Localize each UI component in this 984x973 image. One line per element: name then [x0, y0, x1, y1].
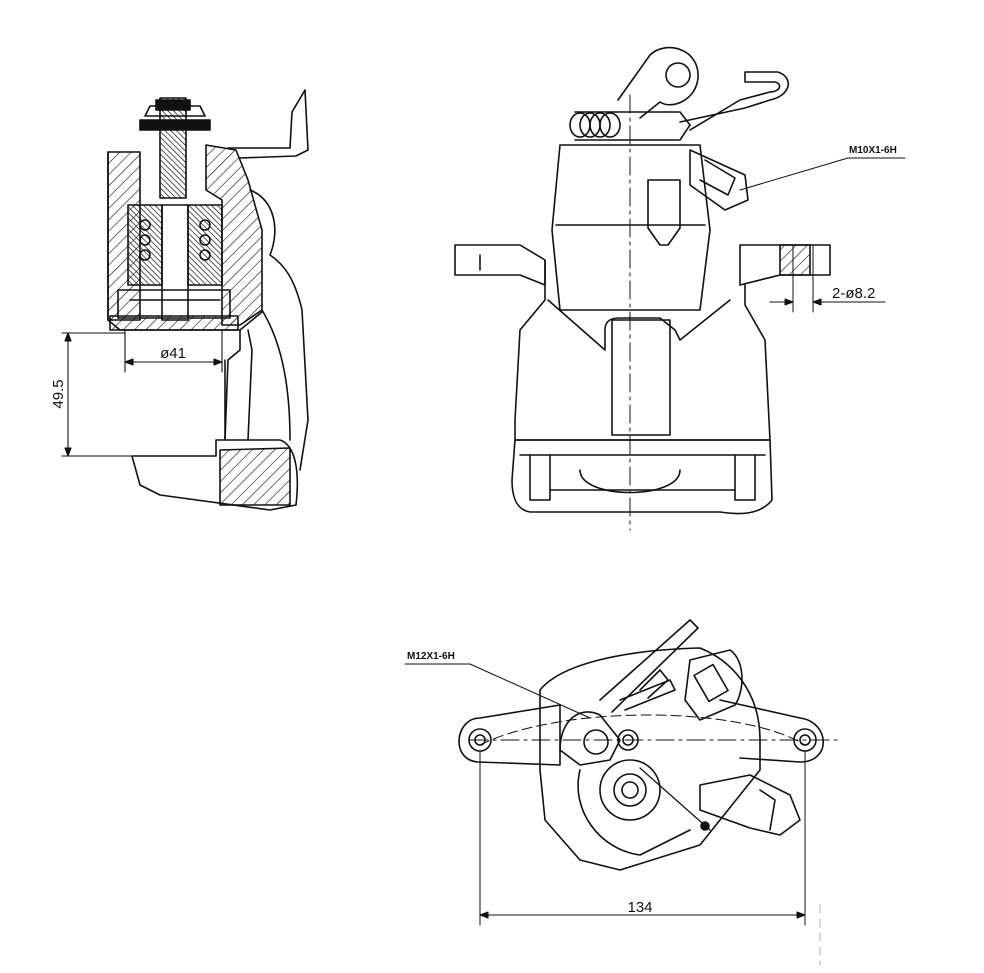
caliper-jaw	[131, 439, 299, 511]
cable-hook	[679, 71, 790, 131]
top-mount-ear-left	[458, 704, 561, 766]
height-dimension	[61, 332, 133, 457]
adjuster-spindle	[159, 97, 187, 199]
piston-springs	[127, 204, 223, 286]
m10-thread-label: M10X1-6H	[849, 145, 897, 156]
lever-bracket	[227, 89, 309, 159]
front-view	[454, 46, 906, 531]
side-section-view	[61, 89, 309, 511]
mount-hole-dimension	[769, 244, 886, 313]
mount-spacing-dimension	[479, 751, 806, 926]
height-label: 49.5	[50, 379, 67, 408]
central-boss	[599, 759, 661, 821]
top-mechanism	[684, 649, 743, 721]
diameter-dimension	[124, 329, 223, 373]
bore-diameter-label: ø41	[160, 345, 186, 362]
front-housing-block	[551, 144, 711, 311]
front-fitting	[647, 179, 681, 246]
m10-leader	[739, 157, 906, 191]
top-lever-arm	[559, 711, 621, 766]
top-cable-fitting	[699, 774, 801, 836]
top-caliper-body	[539, 647, 761, 871]
front-mount-ear-left	[454, 244, 546, 286]
parking-lever	[617, 46, 699, 119]
top-mount-ear-right	[719, 699, 824, 763]
front-pad-holder	[511, 439, 773, 515]
return-spring	[569, 111, 691, 141]
mount-holes-label: 2-ø8.2	[832, 285, 875, 302]
m12-thread-label: M12X1-6H	[407, 651, 455, 662]
m12-leader	[404, 663, 591, 719]
mount-spacing-label: 134	[627, 899, 652, 916]
top-view	[404, 619, 841, 966]
housing-section-right	[205, 144, 263, 326]
bleed-valve	[689, 149, 749, 211]
piston-bore	[161, 204, 189, 321]
caliper-body-outline	[249, 189, 309, 471]
front-caliper-body	[514, 259, 771, 441]
